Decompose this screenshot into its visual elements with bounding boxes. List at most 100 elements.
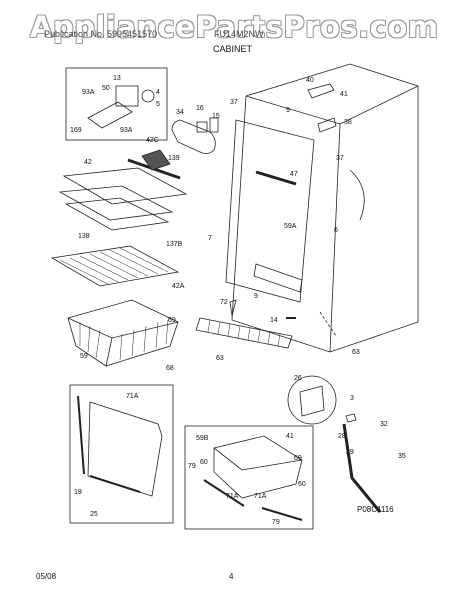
callout-labels: 13 50 93A 4 5 169 93A 34 16 15 42C 139 4… — [70, 75, 406, 526]
callout-41: 41 — [340, 91, 348, 98]
top-hinge-40 — [307, 83, 335, 99]
callout-59: 59 — [80, 353, 88, 360]
callout-63-b: 63 — [352, 349, 360, 356]
callout-19: 19 — [74, 489, 82, 496]
callout-15: 15 — [212, 113, 220, 120]
callout-42: 42 — [84, 159, 92, 166]
basket-59b — [213, 435, 303, 499]
callout-29: 29 — [346, 449, 354, 456]
drain-cap-3 — [345, 413, 357, 423]
callout-34: 34 — [176, 109, 184, 116]
callout-59a: 59A — [284, 223, 297, 230]
door-bottom-25 — [89, 475, 141, 493]
kickplate-grille-72 — [195, 317, 293, 349]
callout-32: 32 — [380, 421, 388, 428]
callout-42a: 42A — [172, 283, 185, 290]
callout-60: 60 — [200, 459, 208, 466]
model-number: FU14M2NW — [214, 29, 264, 39]
callout-50: 50 — [102, 85, 110, 92]
callout-5: 5 — [156, 101, 160, 108]
basket-rail-71a-b — [261, 507, 303, 521]
callout-13: 13 — [113, 75, 121, 82]
callout-35: 35 — [398, 453, 406, 460]
shelf-support-47 — [255, 170, 297, 186]
callout-6: 6 — [334, 227, 338, 234]
callout-3: 3 — [350, 395, 354, 402]
callout-38: 38 — [344, 119, 352, 126]
callout-37: 37 — [230, 99, 238, 106]
callout-71a-b: 71A — [226, 493, 239, 500]
callout-40: 40 — [306, 77, 314, 84]
callout-68: 68 — [166, 365, 174, 372]
cabinet-foot — [229, 299, 237, 317]
cabinet-shell — [231, 63, 419, 353]
callout-7: 7 — [208, 235, 212, 242]
glass-shelf-42 — [62, 167, 188, 205]
detail-leader — [319, 311, 337, 337]
callout-26: 26 — [294, 375, 302, 382]
callout-37-b: 37 — [336, 155, 344, 162]
switch — [209, 117, 219, 133]
cabinet-top-edge — [245, 85, 419, 125]
callout-93a-b: 93A — [120, 127, 133, 134]
callout-63: 63 — [216, 355, 224, 362]
callout-60-b: 60 — [298, 481, 306, 488]
callout-25: 25 — [90, 511, 98, 518]
basket-59b-rim — [213, 447, 303, 471]
callout-139: 139 — [168, 155, 180, 162]
basket-wires — [79, 319, 169, 361]
bottom-support — [253, 263, 303, 293]
callout-69: 69 — [168, 317, 176, 324]
shelf-frame — [58, 185, 174, 221]
footer-date: 05/08 — [36, 572, 57, 581]
callout-9-b: 9 — [254, 293, 258, 300]
hinge-bracket-38 — [317, 117, 337, 133]
basket-59 — [67, 299, 179, 367]
callout-72: 72 — [220, 299, 228, 306]
cabinet-side-bulge — [349, 169, 365, 221]
callout-69-b: 69 — [294, 455, 302, 462]
light-assembly-inset — [65, 67, 168, 141]
cabinet-liner — [225, 119, 315, 303]
thermostat-knob — [196, 121, 208, 133]
door-gasket-19 — [77, 395, 85, 475]
callout-16: 16 — [196, 105, 204, 112]
door-liner-panel — [87, 401, 163, 497]
light-bulb — [141, 89, 155, 103]
callout-42c: 42C — [146, 137, 159, 144]
callout-41-b: 41 — [286, 433, 294, 440]
diagram-code: P08C1116 — [357, 505, 394, 514]
callout-93a: 93A — [82, 89, 95, 96]
shelf-trim-137b — [64, 197, 170, 231]
basket-rim — [67, 317, 179, 339]
callout-79: 79 — [188, 463, 196, 470]
callout-71a: 71A — [126, 393, 139, 400]
callout-59b: 59B — [196, 435, 209, 442]
callout-28: 28 — [338, 433, 346, 440]
wire-shelf-42a — [50, 245, 180, 287]
door-handle — [171, 119, 216, 154]
callout-137b: 137B — [166, 241, 183, 248]
cabinet-front-edge — [329, 123, 341, 353]
callout-47: 47 — [290, 171, 298, 178]
callout-9: 9 — [286, 107, 290, 114]
callout-71a-c: 71A — [254, 493, 267, 500]
basket-inset — [184, 425, 314, 530]
callout-4: 4 — [156, 89, 160, 96]
site-watermark: AppliancePartsPros.com — [30, 10, 439, 44]
wire-shelf-wires — [59, 247, 169, 285]
callout-138: 138 — [78, 233, 90, 240]
section-title: CABINET — [213, 44, 253, 54]
hinge-detail-circle — [287, 375, 337, 425]
callout-169: 169 — [70, 127, 82, 134]
light-bracket — [87, 101, 133, 129]
page-number: 4 — [229, 572, 234, 581]
light-socket — [115, 85, 139, 107]
grille-slats — [207, 319, 281, 347]
basket-edge — [105, 337, 113, 367]
publication-number: Publication No. 5995451570 — [44, 29, 158, 39]
callout-79-b: 79 — [272, 519, 280, 526]
basket-rail-71a — [203, 479, 245, 507]
